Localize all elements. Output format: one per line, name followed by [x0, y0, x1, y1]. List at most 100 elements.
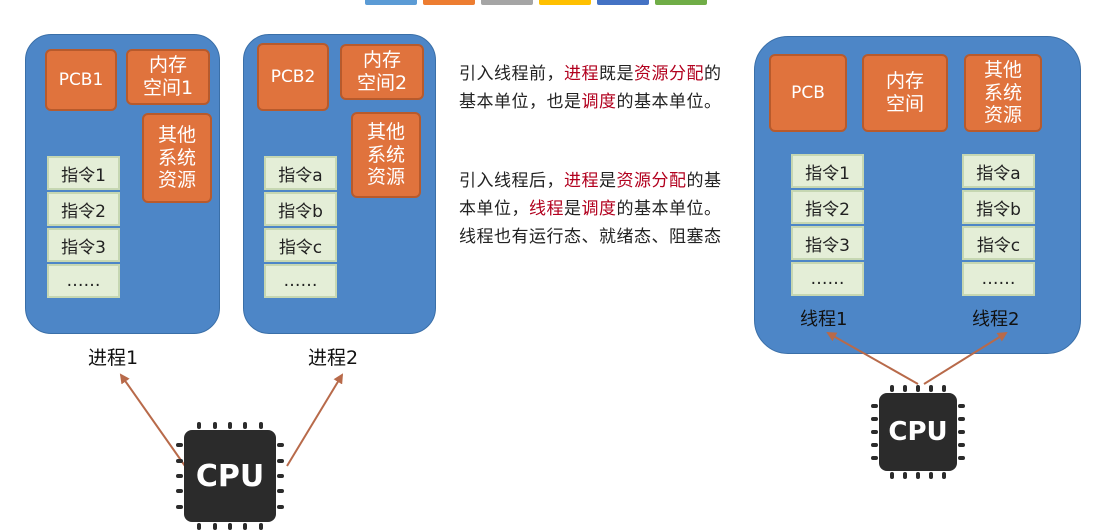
cpu-pin — [871, 430, 878, 434]
cpu-pin — [871, 404, 878, 408]
description-text: 是 — [564, 199, 582, 219]
cpu-pin — [212, 422, 217, 429]
memory-space-2-box: 内存 空间2 — [340, 44, 424, 100]
process-1-caption: 进程1 — [88, 347, 139, 369]
instruction-cell: 指令3 — [47, 228, 120, 262]
instruction-cell: 指令b — [264, 192, 337, 226]
cpu-pin — [277, 504, 284, 509]
thread-2-instruction: …… — [962, 262, 1035, 296]
highlighted-term: 资源分配 — [616, 171, 687, 191]
cpu-pin — [197, 523, 202, 530]
instruction-cell: 指令1 — [47, 156, 120, 190]
top-tab — [365, 0, 417, 5]
cpu-pin — [871, 417, 878, 421]
cpu-pin — [890, 385, 894, 392]
description-text: 引入线程后， — [459, 171, 564, 191]
arrows-layer — [119, 331, 1008, 467]
cpu-pin — [176, 489, 183, 494]
cpu-pin — [890, 472, 894, 479]
thread-2-instruction: 指令a — [962, 154, 1035, 188]
top-tab — [655, 0, 707, 5]
instruction-cell: 指令a — [264, 156, 337, 190]
other-resources-box: 其他 系统 资源 — [964, 54, 1042, 132]
thread-2-instruction: 指令c — [962, 226, 1035, 260]
highlighted-term: 进程 — [564, 64, 599, 84]
cpu-pin — [258, 523, 263, 530]
instruction-cell: …… — [47, 264, 120, 298]
description-text: 的基本单位。 — [616, 92, 722, 112]
highlighted-term: 资源分配 — [634, 64, 704, 84]
instruction-cell: 指令c — [264, 228, 337, 262]
process-2-caption: 进程2 — [308, 347, 359, 369]
cpu-pin — [176, 504, 183, 509]
cpu-pin — [903, 385, 907, 392]
arrow-cpu-to-thread-2 — [923, 331, 1008, 385]
cpu-pin — [277, 443, 284, 448]
instruction-cell: 指令2 — [47, 192, 120, 226]
cpu-pin — [958, 417, 965, 421]
arrow-cpu-to-thread-1 — [826, 332, 919, 385]
description-text: 的基本单位， — [459, 171, 722, 219]
cpu-pin — [958, 456, 965, 460]
description-text: 既是 — [599, 64, 634, 84]
highlighted-term: 线程 — [529, 199, 564, 219]
cpu-pin — [929, 385, 933, 392]
cpu-chip-right: CPU — [871, 385, 965, 479]
cpu-pin — [258, 422, 263, 429]
pcb-box: PCB — [769, 54, 847, 132]
pcb2-box: PCB2 — [257, 43, 329, 111]
thread-1-instruction: …… — [791, 262, 864, 296]
cpu-pin — [176, 443, 183, 448]
other-resources-1-box: 其他 系统 资源 — [142, 113, 212, 203]
cpu-pin — [958, 430, 965, 434]
description-text: 的基本单位，也是 — [459, 64, 722, 112]
other-resources-2-box: 其他 系统 资源 — [351, 112, 421, 198]
thread-2-instruction: 指令b — [962, 190, 1035, 224]
cpu-pin — [916, 472, 920, 479]
thread-1-label: 线程1 — [800, 309, 848, 330]
cpu-label: CPU — [184, 430, 276, 522]
description-text: 是 — [599, 171, 617, 191]
highlighted-term: 调度 — [581, 92, 617, 112]
cpu-pin — [176, 458, 183, 463]
thread-1-instruction: 指令1 — [791, 154, 864, 188]
cpu-pin — [243, 523, 248, 530]
pcb1-box: PCB1 — [45, 49, 117, 111]
thread-2-label: 线程2 — [972, 309, 1020, 330]
description-text: 的基本单位。线程也有运行态、就绪态、阻塞态 — [459, 199, 722, 247]
cpu-pin — [212, 523, 217, 530]
description-before-threads: 引入线程前，进程既是资源分配的基本单位，也是调度的基本单位。 — [459, 60, 729, 116]
cpu-pin — [277, 458, 284, 463]
cpu-pin — [871, 443, 878, 447]
top-color-tabs — [365, 0, 707, 5]
cpu-pin — [916, 385, 920, 392]
cpu-pin — [958, 443, 965, 447]
top-tab — [597, 0, 649, 5]
thread-1-instruction: 指令3 — [791, 226, 864, 260]
cpu-label: CPU — [879, 393, 957, 471]
cpu-pin — [176, 474, 183, 478]
cpu-pin — [958, 404, 965, 408]
cpu-pin — [942, 385, 946, 392]
top-tab — [481, 0, 533, 5]
cpu-pin — [929, 472, 933, 479]
cpu-pin — [197, 422, 202, 429]
highlighted-term: 调度 — [581, 199, 617, 219]
cpu-pin — [277, 489, 284, 494]
cpu-pin — [277, 474, 284, 478]
cpu-chip-left: CPU — [176, 422, 284, 530]
cpu-pin — [243, 422, 248, 429]
cpu-pin — [942, 472, 946, 479]
cpu-pin — [228, 523, 232, 530]
arrow-cpu-to-process-1 — [119, 373, 186, 467]
arrow-cpu-to-process-2 — [286, 373, 344, 467]
instruction-cell: …… — [264, 264, 337, 298]
memory-space-box: 内存 空间 — [862, 54, 948, 132]
cpu-pin — [903, 472, 907, 479]
memory-space-1-box: 内存 空间1 — [126, 49, 210, 105]
top-tab — [539, 0, 591, 5]
description-text: 引入线程前， — [459, 64, 564, 84]
thread-1-instruction: 指令2 — [791, 190, 864, 224]
top-tab — [423, 0, 475, 5]
description-after-threads: 引入线程后，进程是资源分配的基本单位，线程是调度的基本单位。线程也有运行态、就绪… — [459, 167, 729, 251]
